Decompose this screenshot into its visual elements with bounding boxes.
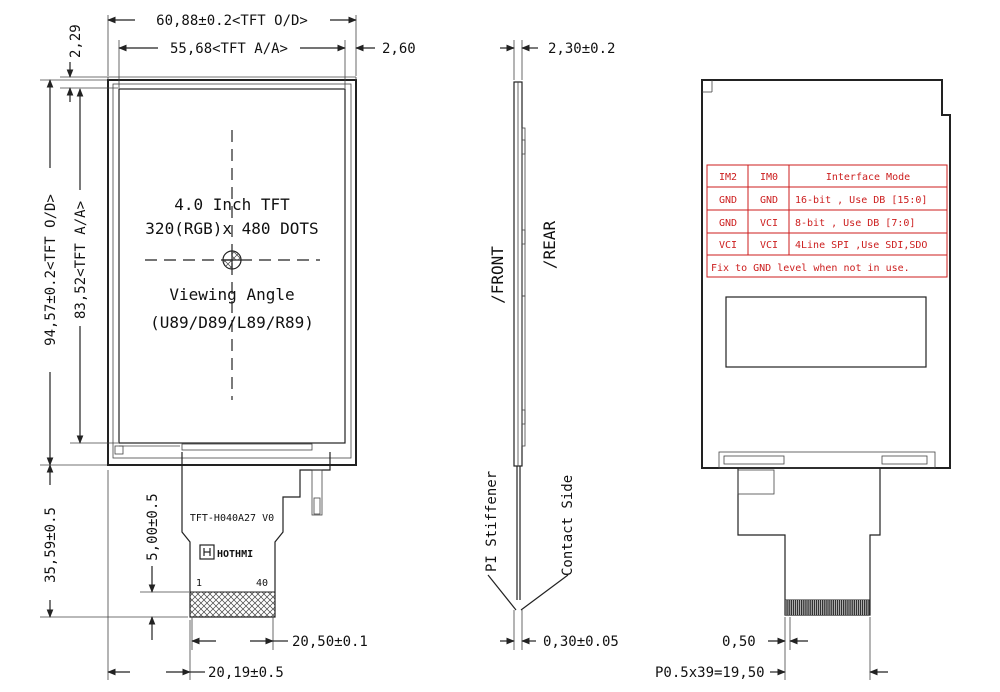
- brand-logo-icon: [199, 544, 215, 560]
- table-cell: GND: [719, 218, 737, 229]
- table-header-mode: Interface Mode: [826, 172, 910, 183]
- panel-outline: [107, 79, 357, 466]
- stiffener-label: PI Stiffener: [484, 471, 500, 572]
- dim-stiffener-length: 5,00±0.5: [145, 493, 161, 560]
- viewing-angle-value: (U89/D89/L89/R89): [150, 313, 314, 332]
- table-note: Fix to GND level when not in use.: [711, 263, 910, 274]
- dim-thickness: 2,30±0.2: [548, 41, 615, 57]
- table-cell: 16-bit , Use DB [15:0]: [795, 195, 927, 206]
- rear-view: 0,50 P0.5x39=19,50 IM2 IM0 Interface Mod…: [655, 79, 951, 681]
- panel-title: 4.0 Inch TFT: [174, 195, 290, 214]
- pin-first-label: 1: [196, 578, 202, 589]
- dim-top-margin: 2,29: [68, 24, 84, 58]
- table-cell: 4Line SPI ,Use SDI,SDO: [795, 240, 927, 251]
- dim-pin-width: 0,50: [722, 634, 756, 650]
- dim-pin-span: 20,50±0.1: [292, 634, 368, 650]
- active-area: [118, 88, 346, 444]
- fpc-contact-pads: [189, 591, 276, 618]
- table-header-im0: IM0: [760, 172, 778, 183]
- dim-right-margin: 2,60: [382, 41, 416, 57]
- table-header-im2: IM2: [719, 172, 737, 183]
- table-cell: 8-bit , Use DB [7:0]: [795, 218, 915, 229]
- fpc-code: TFT-H040A27 V0: [190, 513, 274, 524]
- contact-side-leader: [520, 574, 569, 611]
- pin-last-label: 40: [256, 578, 268, 589]
- table-cell: GND: [760, 195, 778, 206]
- fpc-bond-strip: [181, 443, 313, 451]
- pi-stiffener-leader: [487, 574, 517, 611]
- rear-fpc-tail: [737, 468, 881, 616]
- interface-mode-table: IM2 IM0 Interface Mode GND GND 16-bit , …: [706, 164, 948, 278]
- rear-label: /REAR: [540, 221, 559, 270]
- panel-inner-frame: [112, 83, 352, 459]
- table-cell: VCI: [719, 240, 737, 251]
- dim-outline-height: 94,57±0.2<TFT O/D>: [43, 194, 59, 346]
- table-cell: VCI: [760, 240, 778, 251]
- contact-side-label: Contact Side: [560, 475, 576, 576]
- dim-fpc-length: 35,59±0.5: [43, 507, 59, 583]
- brand-name: HOTHMI: [217, 549, 253, 560]
- dim-fpc-width: 20,19±0.5: [208, 665, 284, 681]
- viewing-angle-label: Viewing Angle: [169, 285, 294, 304]
- fpc-tab: [311, 469, 323, 516]
- dim-pitch: P0.5x39=19,50: [655, 665, 765, 681]
- front-view: 4.0 Inch TFT 320(RGB)x 480 DOTS Viewing …: [40, 13, 416, 681]
- dim-outline-width: 60,88±0.2<TFT O/D>: [156, 13, 308, 29]
- side-view: 2,30±0.2 /FRONT /REAR PI Stiffener Conta…: [484, 40, 619, 650]
- dim-active-height: 83,52<TFT A/A>: [73, 201, 89, 319]
- rear-outline: [701, 79, 951, 469]
- front-label: /FRONT: [488, 246, 507, 304]
- table-cell: VCI: [760, 218, 778, 229]
- rear-label-window: [725, 296, 927, 368]
- fpc-tail: [181, 452, 331, 618]
- dim-active-width: 55,68<TFT A/A>: [170, 41, 288, 57]
- table-cell: GND: [719, 195, 737, 206]
- panel-resolution: 320(RGB)x 480 DOTS: [145, 219, 318, 238]
- dim-fpc-thickness: 0,30±0.05: [543, 634, 619, 650]
